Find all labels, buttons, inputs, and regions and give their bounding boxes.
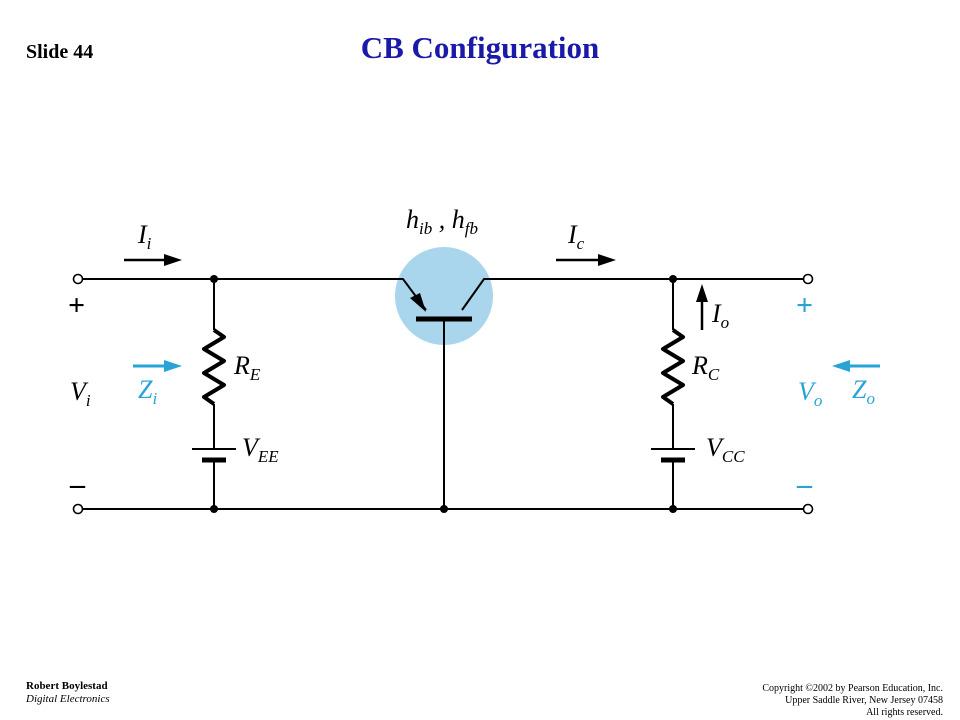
slide-number: Slide 44 [26,41,94,63]
output-current-label: Io [711,299,729,332]
footer-author: Robert Boylestad [26,680,108,692]
input-current-arrow-icon [124,254,182,266]
copyright-line-3: All rights reserved. [866,707,943,718]
footer-course: Digital Electronics [26,693,110,705]
output-plus-sign: + [796,289,813,322]
pnp-transistor-symbol [410,293,472,509]
input-impedance-arrow-icon [133,360,182,372]
footer-copyright: Copyright ©2002 by Pearson Education, In… [762,683,943,719]
output-minus-sign: – [796,468,813,501]
emitter-resistor-label: RE [233,351,261,384]
output-current-arrow-icon [696,284,708,330]
collector-branch [651,279,695,509]
input-impedance-label: Zi [138,375,157,408]
input-plus-sign: + [68,289,85,322]
slide-title: CB Configuration [360,30,600,65]
output-terminal-top[interactable] [802,273,814,285]
output-impedance-label: Zo [852,375,875,408]
collector-current-label: Ic [567,220,585,253]
output-impedance-arrow-icon [832,360,880,372]
emitter-supply-label: VEE [242,433,279,466]
input-voltage-label: Vi [70,377,91,410]
collector-resistor-label: RC [691,351,720,384]
copyright-line-2: Upper Saddle River, New Jersey 07458 [785,695,943,706]
emitter-resistor-symbol [202,328,226,406]
input-terminal-top[interactable] [72,273,84,285]
copyright-line-1: Copyright ©2002 by Pearson Education, In… [762,683,943,694]
collector-supply-label: VCC [706,433,745,466]
input-current-label: Ii [137,220,152,253]
emitter-arrow-icon [410,293,426,312]
top-wire [82,278,804,311]
emitter-branch [192,279,236,509]
output-terminal-bottom[interactable] [802,503,814,515]
input-terminal-bottom[interactable] [72,503,84,515]
output-voltage-label: Vo [798,377,822,410]
footer-author-block: Robert Boylestad Digital Electronics [26,680,110,706]
input-minus-sign: – [69,468,86,501]
collector-resistor-symbol [661,328,685,406]
transistor-params-label: hib , hfb [406,205,478,238]
collector-current-arrow-icon [556,254,616,266]
